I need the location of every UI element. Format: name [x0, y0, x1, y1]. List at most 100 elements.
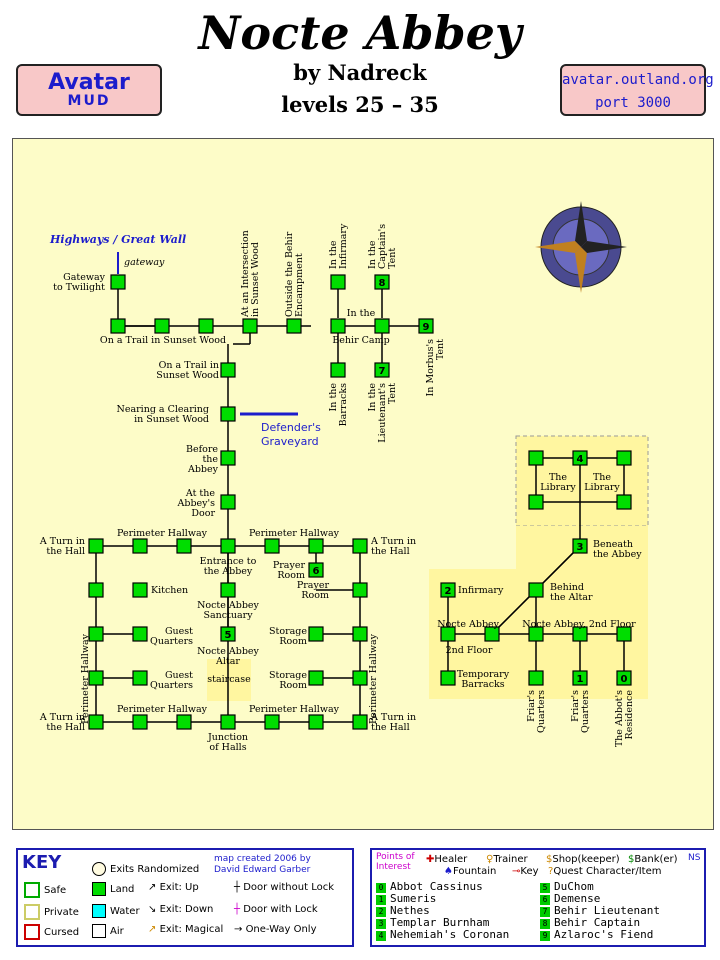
room-label: in Sunset Wood: [134, 414, 209, 425]
map-title: Nocte Abbey: [198, 6, 522, 60]
room-label-vertical: in Sunset Wood: [250, 242, 261, 317]
map-room: [220, 362, 236, 378]
key-door-lock: Door with Lock: [243, 904, 318, 915]
key-title: KEY: [22, 852, 62, 873]
shop-icon: $: [546, 854, 553, 865]
map-room: [242, 318, 258, 334]
map-room: [528, 494, 544, 510]
poi-name: Azlaroc's Fiend: [554, 928, 654, 941]
room-label-vertical: Infirmary: [338, 223, 349, 269]
room-label: the Hall: [371, 546, 410, 557]
room-number: 2: [445, 586, 452, 597]
map-room: [220, 538, 236, 554]
room-label: On a Trail in Sunset Wood: [100, 335, 226, 346]
poi-compass-icon: NS: [688, 853, 701, 863]
room-label-vertical: Encampment: [294, 253, 305, 317]
room-label: 2nd Floor: [446, 645, 493, 656]
highways-label: Highways / Great Wall: [49, 233, 186, 246]
room-label-vertical: In the: [367, 240, 378, 269]
map-room: [154, 318, 170, 334]
one-way-icon: →: [234, 924, 246, 935]
map-room: 0: [616, 670, 632, 686]
room-label: Perimeter Hallway: [117, 704, 208, 715]
room-label: Behir Camp: [332, 335, 389, 346]
room-label: Library: [584, 482, 620, 493]
room-label: A Turn in: [39, 712, 85, 723]
map-room: [220, 714, 236, 730]
map-room: [330, 274, 346, 290]
map-room: [220, 406, 236, 422]
map-room: [308, 626, 324, 642]
map-room: [264, 538, 280, 554]
room-label-vertical: Outside the Behir: [284, 231, 295, 317]
room-label: Nocte Abbey: [197, 600, 259, 611]
room-label: the Hall: [371, 722, 410, 733]
room-label: Barracks: [461, 679, 504, 690]
poi-number: 6: [540, 895, 550, 905]
map-room: [176, 714, 192, 730]
map-room: [528, 626, 544, 642]
map-room: [616, 494, 632, 510]
room-label: Storage: [269, 670, 307, 681]
poi-heading-1: Points of: [376, 852, 415, 862]
room-label: Sunset Wood: [156, 370, 219, 381]
map-room: 6: [308, 562, 324, 578]
room-label: Room: [279, 636, 307, 647]
map-room: [308, 714, 324, 730]
key-safe: Safe: [44, 885, 67, 896]
map-room: 2: [440, 582, 456, 598]
poi-number: 4: [376, 931, 386, 941]
poi-number: 5: [540, 883, 550, 893]
room-label: Quarters: [150, 680, 193, 691]
room-number: 1: [577, 674, 584, 685]
map-room: [374, 318, 390, 334]
key-exit-down: Exit: Down: [159, 904, 214, 915]
door-lock-icon: ┼: [234, 904, 244, 915]
poi-name: Behir Captain: [554, 916, 641, 929]
map-room: [528, 670, 544, 686]
defenders-label-2: Graveyard: [261, 435, 319, 448]
legend-bank: Bank(er): [634, 854, 678, 865]
room-label: Door: [191, 508, 215, 519]
map-room: [352, 582, 368, 598]
compass-rose-icon: [535, 201, 627, 293]
room-label-vertical: Residence: [624, 690, 635, 740]
map-room: 1: [572, 670, 588, 686]
room-label: Perimeter Hallway: [249, 528, 340, 539]
key-water: Water: [110, 906, 140, 917]
key-credit-1: map created 2006 by: [214, 854, 311, 864]
room-number: 9: [423, 322, 430, 333]
room-label: the Hall: [46, 546, 85, 557]
room-label-vertical: Friar's: [570, 690, 581, 722]
poi-name: Templar Burnham: [390, 916, 490, 929]
map-room: [352, 670, 368, 686]
defenders-label-1: Defender's: [261, 421, 321, 434]
room-label: the Altar: [550, 592, 593, 603]
map-room: [110, 274, 126, 290]
room-label: to Twilight: [53, 282, 105, 293]
map-levels: levels 25 – 35: [281, 92, 439, 117]
gateway-label: gateway: [124, 257, 165, 268]
key-door-no-lock: Door without Lock: [243, 882, 335, 893]
room-label: The: [593, 472, 611, 483]
map-room: [286, 318, 302, 334]
map-room: [330, 318, 346, 334]
room-label: Room: [279, 680, 307, 691]
map-room: 7: [374, 362, 390, 378]
room-label: On a Trail in: [159, 360, 219, 371]
room-label: Infirmary: [458, 585, 504, 596]
room-label-vertical: At an Intersection: [240, 230, 251, 318]
room-number: 0: [621, 674, 628, 685]
room-number: 3: [577, 542, 584, 553]
room-label: A Turn in: [39, 536, 85, 547]
map-room: 8: [374, 274, 390, 290]
map-room: [132, 626, 148, 642]
poi-name: Demense: [554, 892, 601, 905]
room-label: the Abbey: [204, 566, 253, 577]
key-exit-up: Exit: Up: [159, 882, 199, 893]
poi-name: Behir Lieutenant: [554, 904, 660, 917]
